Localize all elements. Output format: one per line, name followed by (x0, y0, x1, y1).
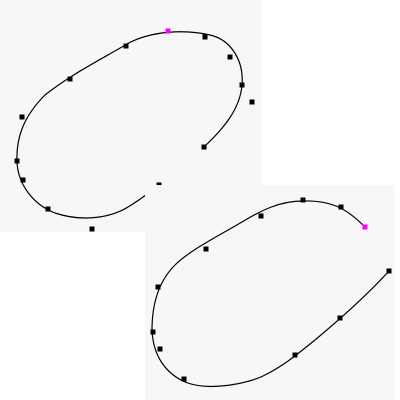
control-point[interactable] (386, 268, 392, 274)
control-point[interactable] (258, 213, 264, 219)
control-point[interactable] (89, 226, 95, 232)
highlighted-control-point[interactable] (165, 28, 171, 34)
highlighted-control-point[interactable] (362, 224, 368, 230)
bottom-control-points (150, 197, 392, 382)
control-point[interactable] (201, 144, 207, 150)
control-point[interactable] (239, 82, 245, 88)
control-point[interactable] (157, 346, 163, 352)
control-point[interactable] (227, 54, 233, 60)
control-point[interactable] (203, 246, 209, 252)
bottom-spline-panel (145, 185, 395, 400)
control-point[interactable] (14, 158, 20, 164)
control-point[interactable] (292, 352, 298, 358)
control-point[interactable] (20, 177, 26, 183)
control-point[interactable] (300, 197, 306, 203)
top-spline-curve (16, 31, 243, 219)
control-point[interactable] (67, 76, 73, 82)
control-point[interactable] (337, 315, 343, 321)
control-point[interactable] (249, 99, 255, 105)
bottom-panel-background (145, 185, 395, 400)
control-point[interactable] (123, 43, 129, 49)
control-point[interactable] (181, 376, 187, 382)
control-point[interactable] (338, 204, 344, 210)
control-point[interactable] (150, 329, 156, 335)
control-point[interactable] (155, 284, 161, 290)
top-control-points (14, 28, 255, 232)
control-point[interactable] (45, 206, 51, 212)
control-point[interactable] (202, 34, 208, 40)
control-point[interactable] (19, 114, 25, 120)
